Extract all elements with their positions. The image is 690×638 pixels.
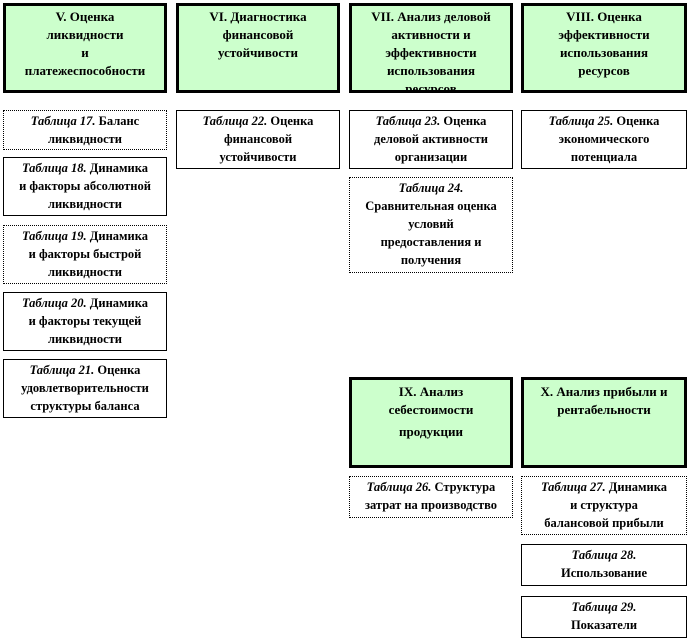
table-number: Таблица 29. (571, 600, 637, 614)
header-line: эффективности (558, 27, 650, 42)
header-line: VII. Анализ деловой (371, 9, 491, 24)
table-title-line: Оценка (267, 114, 314, 128)
table-title-line: Сравнительная оценка (365, 199, 497, 213)
table-title-line: Оценка (94, 363, 141, 377)
table-number: Таблица 23. (375, 114, 441, 128)
table-number: Таблица 24. (398, 181, 464, 195)
header-line: рентабельности (557, 402, 651, 417)
table-box-29: Таблица 29. Показатели (521, 596, 687, 638)
table-title-line: структуры баланса (30, 399, 140, 413)
table-number: Таблица 22. (202, 114, 268, 128)
table-box-18: Таблица 18. Динамика и факторы абсолютно… (3, 157, 167, 216)
header-line: продукции (399, 424, 463, 439)
table-title-line: и структура (570, 498, 638, 512)
table-title-line: Использование (560, 566, 648, 580)
table-title-line: Баланс (95, 114, 140, 128)
table-title-line: устойчивости (219, 150, 297, 164)
table-title-line: предоставления и (380, 235, 482, 249)
header-line: финансовой (222, 27, 294, 42)
header-line: VIII. Оценка (566, 9, 642, 24)
section-header-liquidity: V. Оценка ликвидности и платежеспособнос… (3, 3, 167, 93)
header-line: VI. Диагностика (209, 9, 307, 24)
table-number: Таблица 17. (30, 114, 96, 128)
table-number: Таблица 21. (29, 363, 95, 377)
header-line: эффективности (385, 45, 477, 60)
table-title-line: деловой активности (374, 132, 488, 146)
table-title-line: Показатели (570, 618, 638, 632)
table-title-line: Оценка (440, 114, 487, 128)
table-title-line: Динамика (86, 229, 149, 243)
table-title-line: условий (408, 217, 454, 231)
table-title-line: экономического (558, 132, 650, 146)
table-box-24: Таблица 24. Сравнительная оценка условий… (349, 177, 513, 273)
header-line: ресурсов (405, 81, 457, 93)
header-line: использования (559, 45, 649, 60)
table-title-line: Динамика (605, 480, 668, 494)
table-title-line: Оценка (613, 114, 660, 128)
table-box-20: Таблица 20. Динамика и факторы текущей л… (3, 292, 167, 351)
table-number: Таблица 26. (366, 480, 432, 494)
table-box-19: Таблица 19. Динамика и факторы быстрой л… (3, 225, 167, 284)
section-header-financial-stability: VI. Диагностика финансовой устойчивости (176, 3, 340, 93)
header-line: ресурсов (578, 63, 630, 78)
table-title-line: Структура (431, 480, 496, 494)
table-box-25: Таблица 25. Оценка экономического потенц… (521, 110, 687, 169)
table-number: Таблица 27. (540, 480, 606, 494)
header-line: IX. Анализ (398, 384, 464, 399)
table-title-line: финансовой (223, 132, 293, 146)
section-header-business-activity: VII. Анализ деловой активности и эффекти… (349, 3, 513, 93)
table-title-line: организации (394, 150, 468, 164)
table-box-17: Таблица 17. Баланс ликвидности (3, 110, 167, 150)
header-line: V. Оценка (55, 9, 115, 24)
table-number: Таблица 19. (21, 229, 87, 243)
header-line: ликвидности (46, 27, 124, 42)
table-number: Таблица 18. (21, 161, 87, 175)
section-header-cost-analysis: IX. Анализ себестоимости продукции (349, 377, 513, 468)
table-title-line: Динамика (86, 296, 149, 310)
header-line: устойчивости (218, 45, 298, 60)
table-box-22: Таблица 22. Оценка финансовой устойчивос… (176, 110, 340, 169)
section-header-profit-analysis: X. Анализ прибыли и рентабельности (521, 377, 687, 468)
header-line: себестоимости (388, 402, 474, 417)
table-title-line: удовлетворительности (21, 381, 149, 395)
table-title-line: ликвидности (47, 265, 123, 279)
header-line: активности и (391, 27, 471, 42)
table-title-line: ликвидности (47, 132, 123, 146)
table-box-27: Таблица 27. Динамика и структура балансо… (521, 476, 687, 535)
table-title-line: ликвидности (47, 332, 123, 346)
table-box-26: Таблица 26. Структура затрат на производ… (349, 476, 513, 518)
table-title-line: потенциала (570, 150, 638, 164)
table-box-21: Таблица 21. Оценка удовлетворительности … (3, 359, 167, 418)
header-line: платежеспособности (24, 63, 146, 78)
header-line: и (81, 45, 89, 60)
table-title-line: и факторы текущей (28, 314, 142, 328)
table-title-line: получения (400, 253, 462, 267)
table-title-line: затрат на производство (364, 498, 498, 512)
table-title-line: ликвидности (47, 197, 123, 211)
table-title-line: Динамика (86, 161, 149, 175)
table-number: Таблица 25. (548, 114, 614, 128)
table-title-line: балансовой прибыли (544, 516, 664, 530)
table-box-28: Таблица 28. Использование (521, 544, 687, 586)
table-number: Таблица 20. (21, 296, 87, 310)
table-box-23: Таблица 23. Оценка деловой активности ор… (349, 110, 513, 169)
header-line: X. Анализ прибыли и (540, 384, 668, 399)
header-line: использования (386, 63, 476, 78)
table-title-line: и факторы быстрой (28, 247, 142, 261)
table-number: Таблица 28. (571, 548, 637, 562)
section-header-resource-efficiency: VIII. Оценка эффективности использования… (521, 3, 687, 93)
table-title-line: и факторы абсолютной (19, 179, 151, 193)
